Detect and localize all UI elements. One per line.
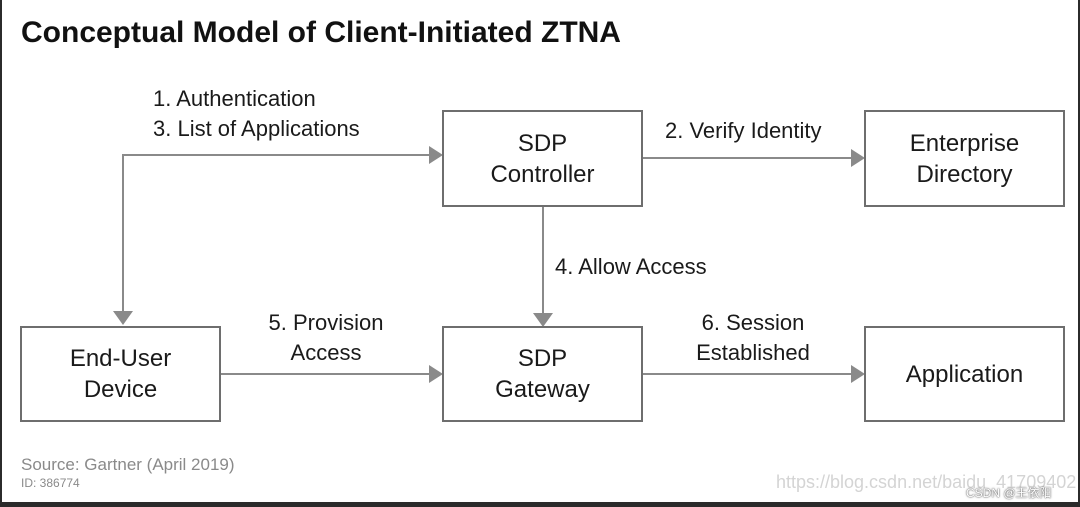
node-sdp-controller: SDP Controller (442, 110, 643, 207)
node-label-line: SDP (517, 129, 568, 157)
arrowhead-auth-device (113, 311, 133, 325)
edge-label-auth: 1. Authentication 3. List of Application… (153, 84, 360, 144)
edge-label-provision: 5. Provision Access (236, 308, 416, 368)
node-label-line: Application (905, 360, 1024, 388)
edge-label-line: Access (290, 340, 362, 365)
node-label-line: SDP (517, 345, 568, 372)
node-enterprise-directory: Enterprise Directory (864, 110, 1065, 207)
node-label-line: End-User (69, 345, 172, 372)
node-label-line: Gateway (495, 376, 590, 403)
arrowhead-auth-controller (429, 146, 443, 164)
edge-label-line: 3. List of Applications (153, 116, 360, 141)
diagram-title: Conceptual Model of Client-Initiated ZTN… (21, 16, 621, 49)
node-label-line: Device (83, 376, 158, 403)
node-sdp-gateway: SDP Gateway (442, 326, 643, 422)
edge-label-line: 6. Session (701, 310, 805, 335)
edge-label-line: 1. Authentication (153, 86, 316, 111)
arrowhead-session (851, 365, 865, 383)
source-note: Source: Gartner (April 2019) (21, 455, 235, 474)
watermark-csdn: CSDN @王依阳 (966, 486, 1052, 500)
node-end-user-device: End-User Device (20, 326, 221, 422)
connector-auth (122, 154, 433, 314)
node-application: Application (864, 326, 1065, 422)
edge-label-allow: 4. Allow Access (555, 252, 707, 282)
node-label-line: Directory (916, 160, 1013, 188)
edge-label-line: 2. Verify Identity (665, 118, 822, 143)
edge-label-line: 5. Provision (268, 310, 384, 335)
edge-label-line: 4. Allow Access (555, 254, 707, 279)
node-label-line: Enterprise (909, 129, 1020, 157)
arrowhead-provision (429, 365, 443, 383)
watermark-url: https://blog.csdn.net/baidu_41709402 (776, 472, 1077, 492)
document-id: ID: 386774 (21, 476, 80, 490)
edge-label-verify: 2. Verify Identity (665, 116, 822, 146)
edge-label-session: 6. Session Established (663, 308, 843, 368)
edge-label-line: Established (696, 340, 810, 365)
arrowhead-allow (533, 313, 553, 327)
arrowhead-verify (851, 149, 865, 167)
node-label-line: Controller (490, 160, 595, 188)
